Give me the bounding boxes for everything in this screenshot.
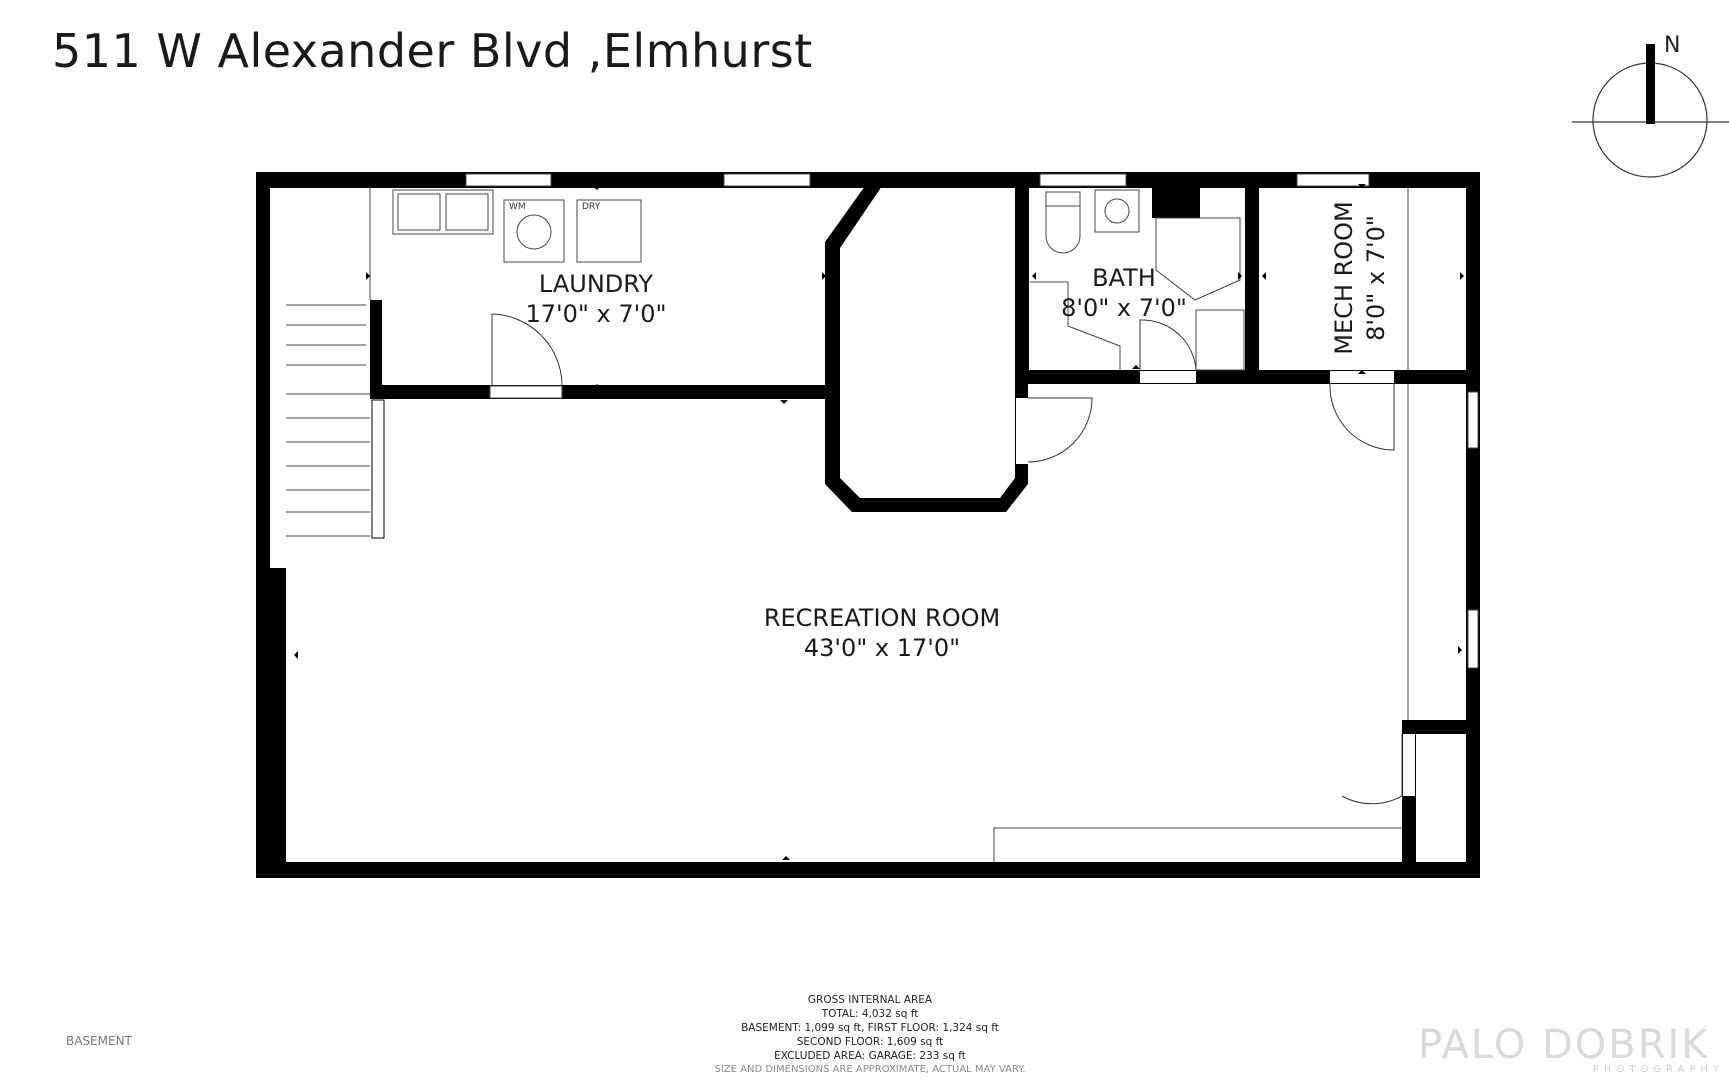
dimension-markers bbox=[294, 184, 1464, 860]
door-swings bbox=[491, 313, 1403, 805]
bath-size: 8'0" x 7'0" bbox=[1061, 294, 1187, 322]
area-total: TOTAL: 4,032 sq ft bbox=[821, 1008, 919, 1020]
laundry-fixtures bbox=[392, 189, 642, 263]
mech-room-name: MECH ROOM bbox=[1330, 201, 1358, 354]
area-excluded: EXCLUDED AREA: GARAGE: 233 sq ft bbox=[774, 1050, 966, 1062]
windows bbox=[465, 173, 1479, 669]
property-address-title: 511 W Alexander Blvd ,Elmhurst bbox=[52, 24, 813, 78]
brand-tagline: PHOTOGRAPHY bbox=[1592, 1064, 1724, 1075]
dryer-label: DRY bbox=[582, 202, 601, 212]
brand-name: PALO DOBRIK bbox=[1418, 1022, 1710, 1068]
gross-area-summary: GROSS INTERNAL AREA TOTAL: 4,032 sq ft B… bbox=[660, 993, 1080, 1077]
mech-room-size: 8'0" x 7'0" bbox=[1362, 215, 1390, 341]
north-compass-icon: N bbox=[1572, 33, 1729, 178]
north-label: N bbox=[1664, 33, 1680, 58]
area-basement-first: BASEMENT: 1,099 sq ft, FIRST FLOOR: 1,32… bbox=[741, 1022, 999, 1034]
staircase bbox=[286, 186, 371, 537]
area-second: SECOND FLOOR: 1,609 sq ft bbox=[796, 1036, 944, 1048]
bath-fixtures bbox=[1030, 189, 1245, 371]
laundry-name: LAUNDRY bbox=[539, 270, 653, 298]
laundry-size: 17'0" x 7'0" bbox=[525, 300, 666, 328]
brand-logo: PALO DOBRIK PHOTOGRAPHY bbox=[1418, 1022, 1726, 1078]
area-disclaimer: SIZE AND DIMENSIONS ARE APPROXIMATE, ACT… bbox=[714, 1064, 1026, 1075]
recreation-room-size: 43'0" x 17'0" bbox=[804, 634, 960, 662]
closet-walls bbox=[825, 186, 1028, 512]
outer-walls bbox=[256, 172, 1480, 878]
area-heading: GROSS INTERNAL AREA bbox=[807, 994, 933, 1006]
recreation-room-name: RECREATION ROOM bbox=[764, 604, 1000, 632]
washer-label: WM bbox=[509, 202, 526, 212]
bath-name: BATH bbox=[1092, 264, 1156, 292]
floor-label: BASEMENT bbox=[66, 1034, 132, 1048]
